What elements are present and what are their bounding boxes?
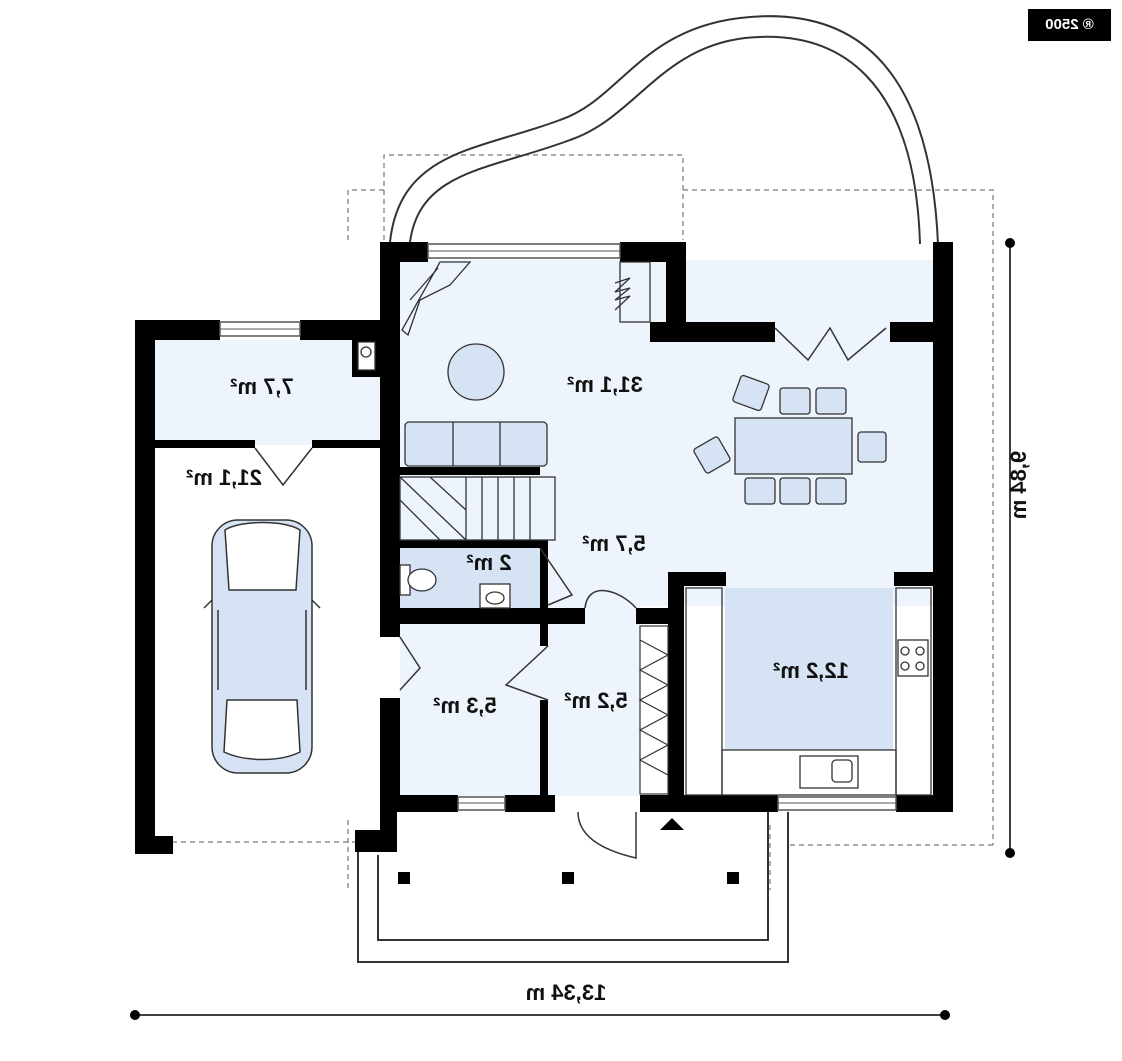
room-label-garage: 21,1 m²: [186, 465, 262, 490]
walls: [135, 242, 953, 854]
garden-path: [389, 15, 939, 245]
room-label-room-left: 5,3 m²: [433, 693, 497, 718]
wc-fixtures: [357, 341, 511, 609]
sofa: [404, 421, 548, 467]
roof-outline: [172, 154, 994, 890]
dimension-lines: [135, 243, 1011, 1016]
kitchen-counters: [685, 587, 932, 796]
terrace: [357, 812, 789, 963]
room-label-entrance: 5,2 m²: [564, 688, 628, 713]
wardrobe: [638, 625, 670, 795]
room-label-living: 31,1 m²: [567, 372, 643, 397]
terrace-columns: [398, 872, 739, 884]
radiator: [614, 261, 651, 323]
design-id-badge: ® 2500: [1028, 9, 1111, 41]
depth-dimension-label: 9,84 m: [1006, 451, 1031, 520]
room-labels: 31,1 m² 7,7 m² 21,1 m² 5,7 m² 2 m² 12,2 …: [186, 372, 849, 718]
fireplace: [401, 261, 472, 337]
stairs: [399, 476, 556, 541]
coffee-table: [447, 343, 505, 401]
width-dimension-label: 13,34 m: [526, 980, 607, 1005]
room-label-wc: 2 m²: [466, 550, 511, 575]
doors: [254, 326, 887, 859]
room-label-kitchen: 12,2 m²: [773, 658, 849, 683]
car-icon: [203, 519, 321, 774]
room-label-hall: 5,7 m²: [582, 531, 646, 556]
entrance-marker: [660, 818, 684, 830]
dimension-ends: [130, 238, 1015, 1020]
window-sills: [220, 250, 896, 804]
dining-set: [693, 374, 887, 505]
room-label-utility: 7,7 m²: [230, 374, 294, 399]
furniture-fills: [400, 548, 893, 750]
